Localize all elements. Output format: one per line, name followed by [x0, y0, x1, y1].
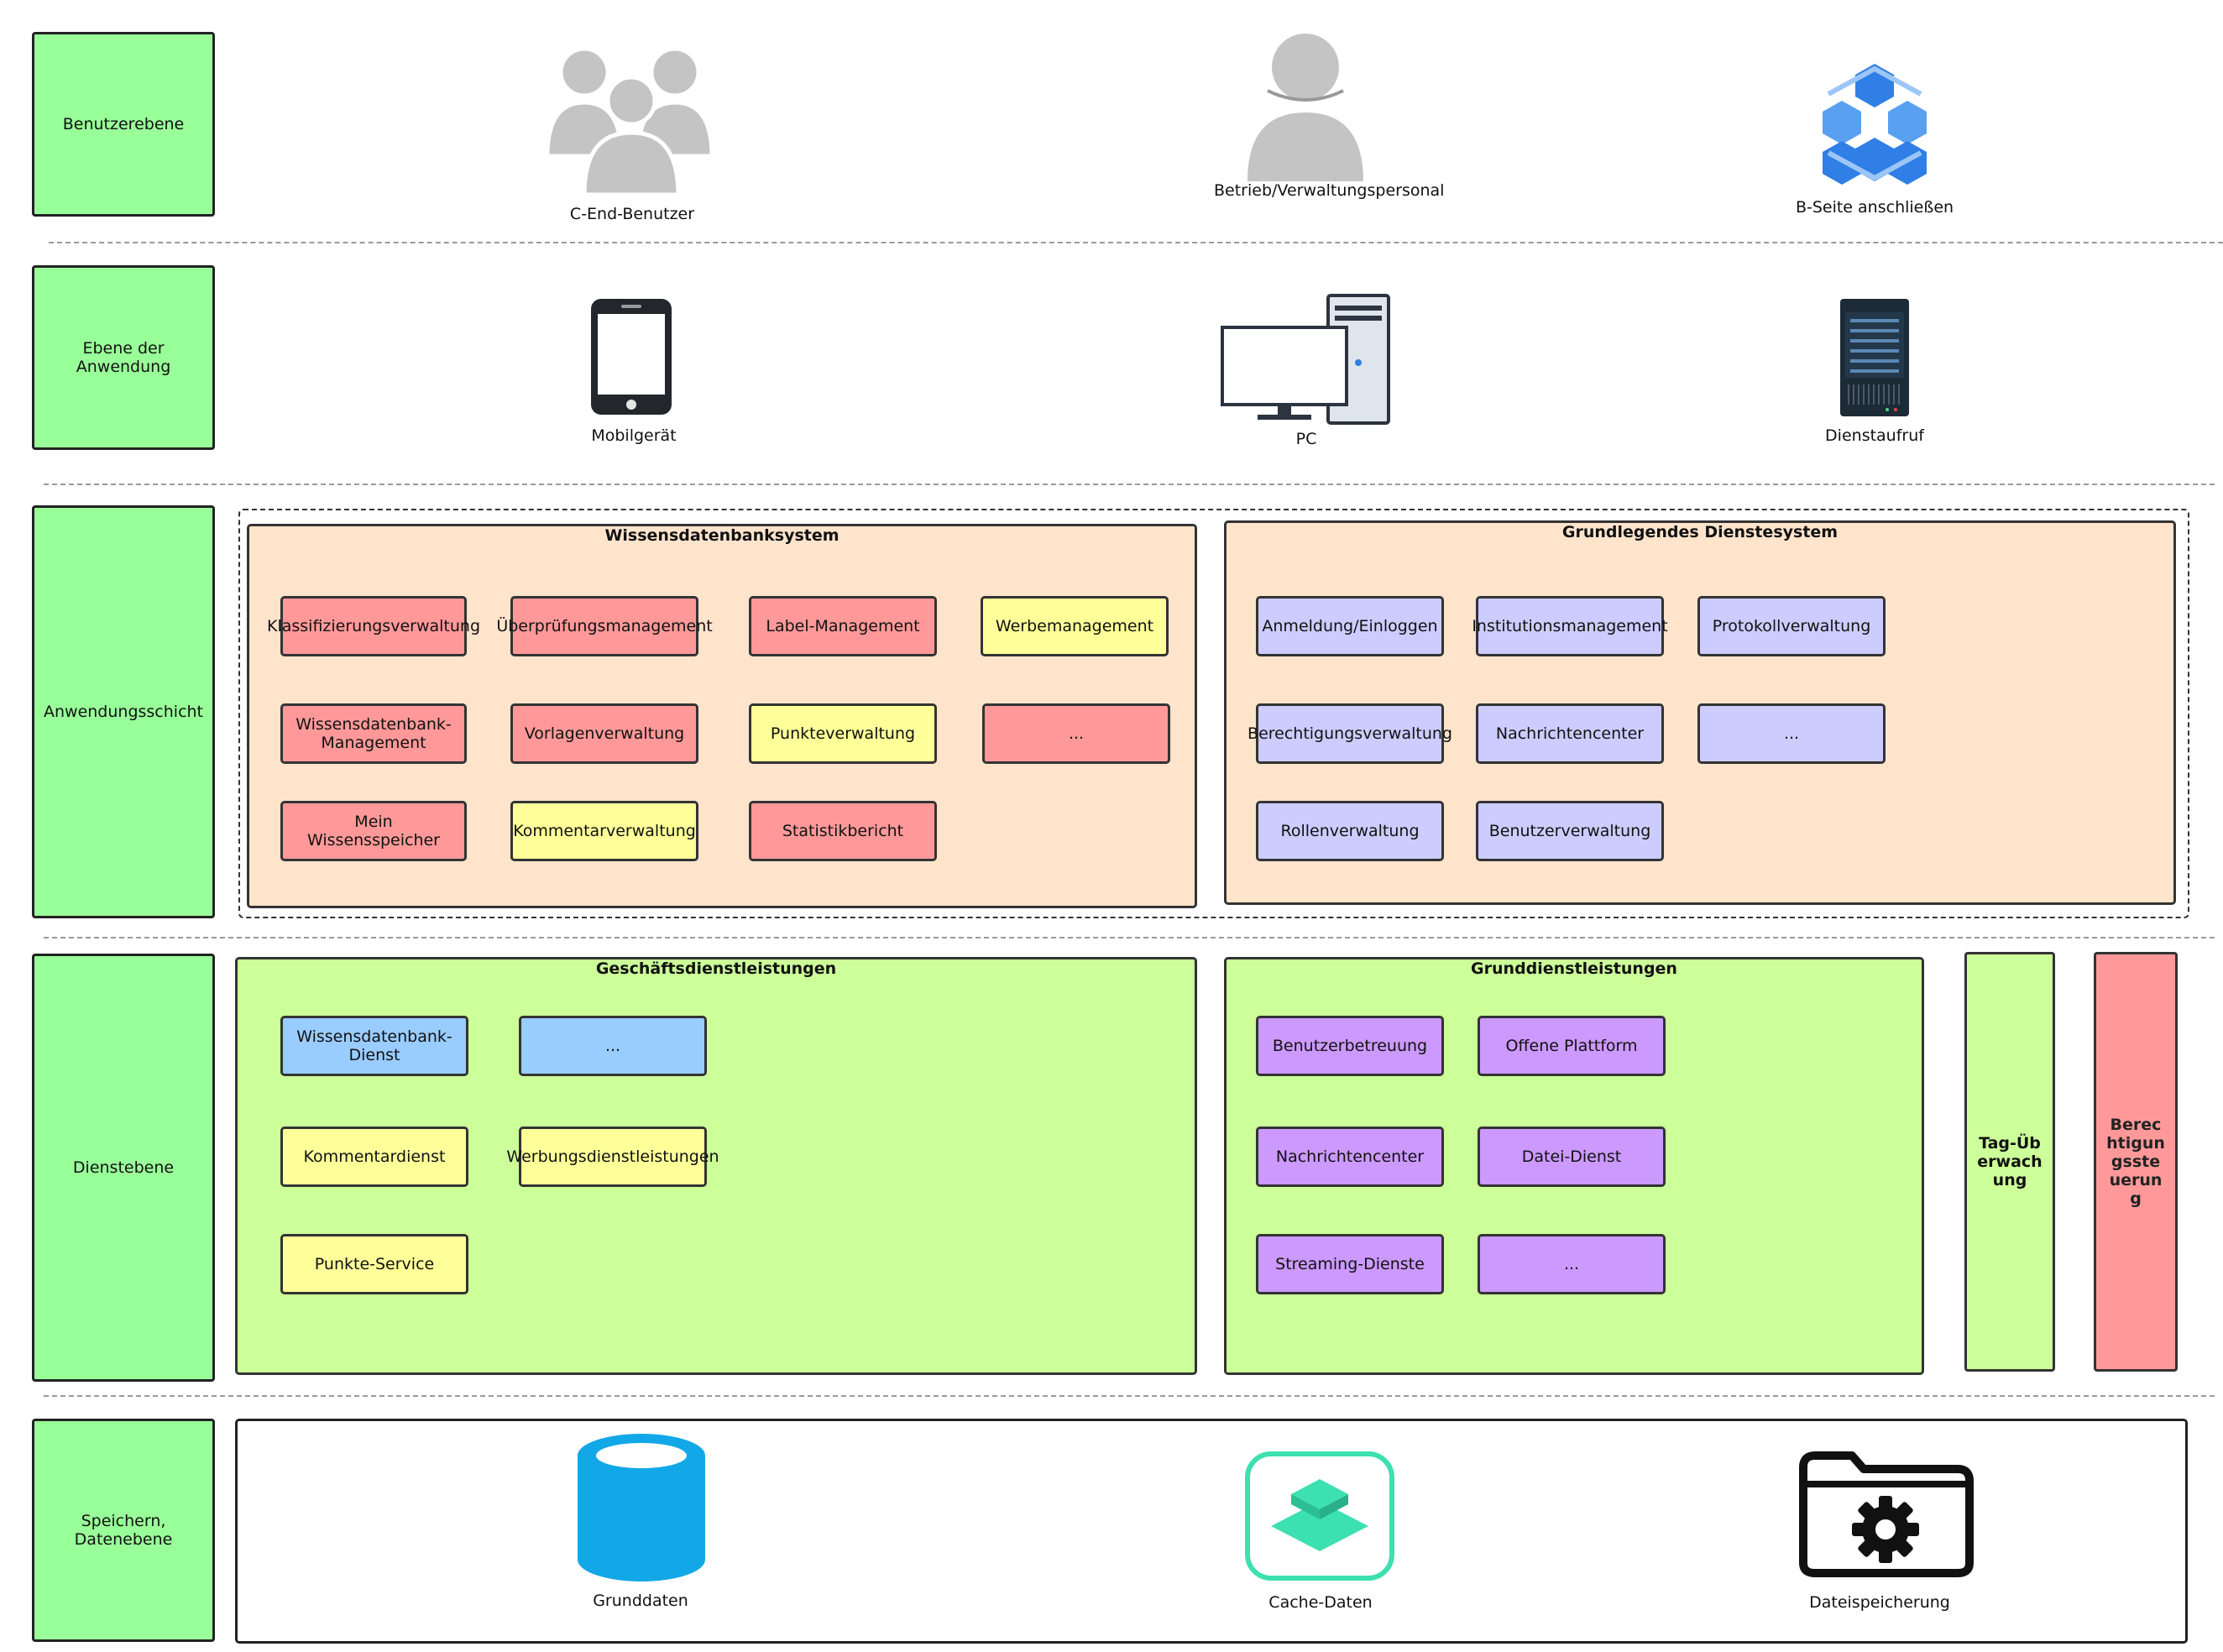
c-end-user-label: C-End-Benutzer	[569, 205, 695, 223]
business-more-box: ...	[519, 1016, 707, 1076]
base-more-box: ...	[1697, 703, 1886, 764]
mobile-device-icon	[588, 297, 680, 416]
application-layer-frame	[238, 509, 2189, 918]
streaming-services-box: Streaming-Dienste	[1256, 1234, 1444, 1294]
template-management-box: Vorlagenverwaltung	[510, 703, 698, 764]
user-group-icon	[544, 46, 720, 198]
classification-management-box: Klassifizierungsverwaltung	[267, 596, 480, 656]
open-platform-box: Offene Plattform	[1478, 1016, 1666, 1076]
kb-system-title: Wissensdatenbanksystem	[604, 526, 840, 545]
staff-person-icon	[1242, 32, 1368, 183]
my-knowledge-store-box: Mein Wissensspeicher	[280, 801, 467, 861]
layer-label-application-level: Ebene der Anwendung	[32, 265, 215, 450]
separator-2	[44, 484, 2215, 485]
pc-label: PC	[1295, 430, 1317, 448]
database-icon	[576, 1434, 707, 1583]
server-icon	[1839, 297, 1911, 418]
message-center-box: Nachrichtencenter	[1476, 703, 1664, 764]
file-storage-label: Dateispeicherung	[1809, 1593, 1950, 1612]
file-service-box: Datei-Dienst	[1478, 1127, 1666, 1187]
comment-management-box: Kommentarverwaltung	[510, 801, 698, 861]
basic-more-box: ...	[1478, 1234, 1666, 1294]
layer-label-storage: Speichern, Datenebene	[32, 1419, 215, 1642]
layer-label-application-layer: Anwendungsschicht	[32, 505, 215, 918]
role-management-box: Rollenverwaltung	[1256, 801, 1444, 861]
permission-management-box: Berechtigungsverwaltung	[1247, 703, 1452, 764]
statistics-report-box: Statistikbericht	[749, 801, 937, 861]
comment-service-box: Kommentardienst	[280, 1127, 468, 1187]
file-storage-icon	[1798, 1449, 1975, 1578]
kb-more-box: ...	[982, 703, 1170, 764]
tag-monitoring-bar: Tag-Überwachung	[1964, 952, 2055, 1372]
basic-services-title: Grunddienstleistungen	[1471, 959, 1677, 978]
log-management-box: Protokollverwaltung	[1697, 596, 1886, 656]
kb-management-box: Wissensdatenbank-Management	[280, 703, 467, 764]
login-box: Anmeldung/Einloggen	[1256, 596, 1444, 656]
ops-staff-label: Betrieb/Verwaltungspersonal	[1214, 181, 1445, 200]
points-management-box: Punkteverwaltung	[749, 703, 937, 764]
separator-4	[44, 1395, 2215, 1397]
label-management-box: Label-Management	[749, 596, 937, 656]
service-call-label: Dienstaufruf	[1825, 426, 1924, 445]
institution-management-box: Institutionsmanagement	[1472, 596, 1668, 656]
permission-control-bar: Berechtigungssteuerung	[2094, 952, 2178, 1372]
points-service-box: Punkte-Service	[280, 1234, 468, 1294]
business-services-title: Geschäftsdienstleistungen	[595, 959, 837, 978]
layer-label-service: Dienstebene	[32, 954, 215, 1382]
cache-data-label: Cache-Daten	[1268, 1593, 1373, 1612]
review-management-box: Überprüfungsmanagement	[496, 596, 713, 656]
base-data-label: Grunddaten	[593, 1592, 688, 1610]
cache-icon	[1244, 1451, 1395, 1581]
kb-service-box: Wissensdatenbank-Dienst	[280, 1016, 468, 1076]
mobile-device-label: Mobilgerät	[591, 426, 677, 445]
separator-3	[44, 937, 2215, 938]
b-side-connect-icon	[1812, 60, 1938, 186]
user-support-box: Benutzerbetreuung	[1256, 1016, 1444, 1076]
user-management-box: Benutzerverwaltung	[1476, 801, 1664, 861]
pc-icon	[1221, 294, 1392, 428]
base-service-system-title: Grundlegendes Dienstesystem	[1561, 523, 1839, 541]
b-side-label: B-Seite anschließen	[1795, 198, 1954, 217]
layer-label-user: Benutzerebene	[32, 32, 215, 217]
separator-1	[49, 242, 2223, 243]
advertising-services-box: Werbungsdienstleistungen	[506, 1127, 719, 1187]
advertising-management-box: Werbemanagement	[981, 596, 1169, 656]
service-message-center-box: Nachrichtencenter	[1256, 1127, 1444, 1187]
